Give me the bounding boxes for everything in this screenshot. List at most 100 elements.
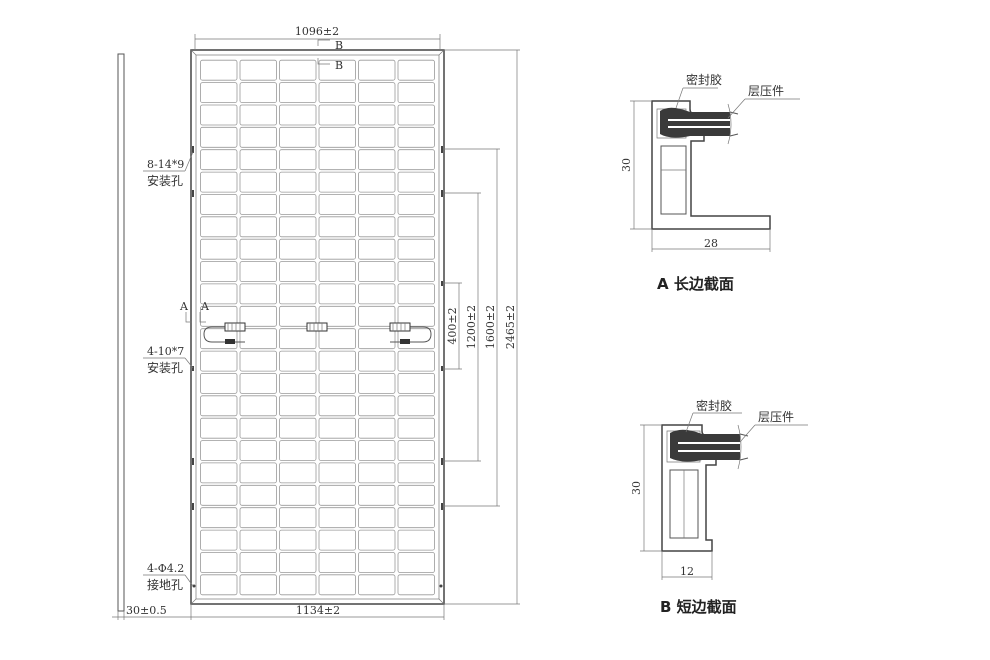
dim-right: 400±2 1200±2 1600±2 2465±2 bbox=[444, 49, 520, 605]
solar-cell bbox=[200, 462, 238, 484]
dim-thickness-label: 30±0.5 bbox=[126, 604, 167, 617]
solar-cell bbox=[200, 193, 238, 215]
solar-cell bbox=[318, 305, 356, 327]
section-b-width-dim: 12 bbox=[680, 565, 694, 578]
solar-cell bbox=[200, 216, 238, 238]
solar-cell bbox=[397, 350, 435, 372]
solar-cell bbox=[200, 574, 238, 596]
solar-cell bbox=[397, 440, 435, 462]
solar-cell bbox=[318, 82, 356, 103]
solar-cell bbox=[239, 395, 277, 417]
solar-cell bbox=[358, 328, 396, 350]
solar-cell bbox=[318, 59, 356, 81]
solar-cell bbox=[358, 238, 396, 260]
solar-cell bbox=[397, 395, 435, 417]
solar-cell bbox=[397, 82, 435, 103]
solar-cell bbox=[279, 59, 317, 81]
dim-1600-label: 1600±2 bbox=[484, 305, 497, 349]
mount-hole-1-spec: 8-14*9 bbox=[147, 158, 184, 171]
solar-cell bbox=[279, 574, 317, 596]
solar-cell bbox=[279, 283, 317, 305]
solar-cell bbox=[318, 372, 356, 394]
side-profile bbox=[117, 53, 125, 612]
solar-cell bbox=[239, 82, 277, 103]
solar-cell bbox=[200, 529, 238, 551]
solar-cell bbox=[239, 574, 277, 596]
solar-cell bbox=[200, 395, 238, 417]
solar-cell bbox=[318, 440, 356, 462]
solar-cell bbox=[318, 283, 356, 305]
dim-400-label: 400±2 bbox=[446, 307, 459, 344]
solar-cell bbox=[279, 305, 317, 327]
solar-cell bbox=[358, 417, 396, 439]
solar-cell bbox=[239, 552, 277, 573]
solar-cell bbox=[200, 328, 238, 350]
solar-cell bbox=[200, 59, 238, 81]
solar-cell bbox=[397, 149, 435, 171]
solar-cell bbox=[397, 171, 435, 193]
dim-1200-label: 1200±2 bbox=[465, 305, 478, 349]
solar-cell bbox=[239, 507, 277, 529]
solar-cell bbox=[358, 261, 396, 283]
section-a-sealant-label: 密封胶 bbox=[686, 72, 722, 87]
solar-cell bbox=[397, 552, 435, 573]
solar-cell bbox=[397, 529, 435, 551]
solar-cell bbox=[397, 305, 435, 327]
mount-hole-2-spec: 4-10*7 bbox=[147, 345, 184, 358]
solar-cell bbox=[279, 507, 317, 529]
solar-cell bbox=[358, 126, 396, 148]
solar-cell bbox=[397, 328, 435, 350]
solar-cell bbox=[358, 552, 396, 573]
solar-cell bbox=[239, 484, 277, 506]
solar-cell bbox=[358, 574, 396, 596]
solar-cell bbox=[200, 417, 238, 439]
callout-mount-hole-2: 4-10*7 安装孔 bbox=[143, 345, 194, 375]
solar-cell bbox=[279, 261, 317, 283]
solar-cell bbox=[200, 350, 238, 372]
solar-cell bbox=[279, 372, 317, 394]
solar-cell bbox=[358, 305, 396, 327]
section-a: 密封胶 层压件 30 28 A 长边截面 bbox=[620, 72, 800, 293]
solar-cell bbox=[358, 216, 396, 238]
solar-cell bbox=[397, 507, 435, 529]
solar-cell bbox=[200, 261, 238, 283]
solar-cell bbox=[397, 193, 435, 215]
solar-cell bbox=[239, 238, 277, 260]
ground-hole-text: 接地孔 bbox=[147, 577, 183, 592]
section-a-height-dim: 30 bbox=[620, 158, 633, 172]
frame-holes bbox=[192, 146, 443, 588]
solar-cell bbox=[200, 149, 238, 171]
solar-cell bbox=[397, 372, 435, 394]
solar-cell bbox=[200, 372, 238, 394]
solar-cell bbox=[318, 462, 356, 484]
solar-cell bbox=[318, 104, 356, 126]
front-view: 1096±2 B B A A 1134±2 30±0.5 bbox=[112, 25, 520, 620]
callout-ground-hole: 4-Φ4.2 接地孔 bbox=[143, 562, 194, 592]
junction-boxes bbox=[203, 322, 432, 344]
outer-frame bbox=[190, 49, 445, 605]
solar-cell bbox=[397, 216, 435, 238]
solar-cell bbox=[239, 59, 277, 81]
solar-cell bbox=[358, 59, 396, 81]
solar-cell bbox=[358, 104, 396, 126]
solar-cell bbox=[200, 484, 238, 506]
callout-mount-hole-1: 8-14*9 安装孔 bbox=[143, 151, 194, 188]
solar-cell bbox=[279, 149, 317, 171]
section-a-left-label: A bbox=[179, 300, 189, 313]
section-a-marker: A A bbox=[179, 300, 210, 323]
solar-cell bbox=[318, 193, 356, 215]
section-b-caption: B 短边截面 bbox=[660, 598, 737, 616]
solar-cell bbox=[358, 372, 396, 394]
solar-cell bbox=[318, 149, 356, 171]
solar-cell bbox=[200, 507, 238, 529]
solar-cell bbox=[200, 104, 238, 126]
solar-cell bbox=[318, 417, 356, 439]
dim-bottom-width-label: 1134±2 bbox=[296, 604, 340, 617]
solar-cell bbox=[200, 283, 238, 305]
solar-cell bbox=[397, 126, 435, 148]
solar-cell bbox=[358, 171, 396, 193]
section-b-sealant-label: 密封胶 bbox=[696, 398, 732, 413]
section-a-caption: A 长边截面 bbox=[657, 275, 734, 293]
section-a-width-dim: 28 bbox=[704, 237, 718, 250]
